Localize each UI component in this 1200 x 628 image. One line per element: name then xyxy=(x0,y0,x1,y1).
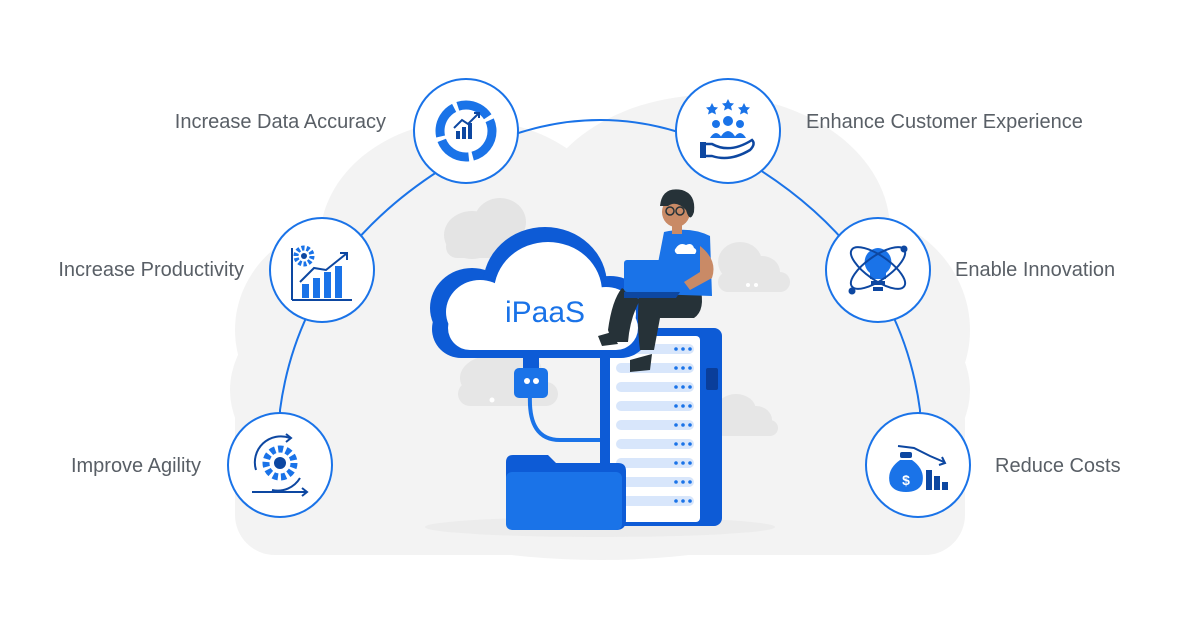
label-enable-innovation: Enable Innovation xyxy=(955,259,1116,281)
lightbulb-atom-icon xyxy=(848,245,908,295)
benefit-increase-data-accuracy xyxy=(413,78,519,184)
label-increase-data-accuracy: Increase Data Accuracy xyxy=(174,111,386,133)
label-improve-agility: Improve Agility xyxy=(70,455,201,477)
benefit-reduce-costs: $ xyxy=(865,412,971,518)
money-bag-declining-chart-icon: $ xyxy=(889,445,948,492)
folder-icon xyxy=(506,455,626,530)
benefit-improve-agility xyxy=(227,412,333,518)
small-cloud-low-right xyxy=(716,394,778,436)
benefit-enable-innovation xyxy=(825,217,931,323)
pie-chart-growth-icon xyxy=(435,100,497,162)
label-enhance-customer-experience: Enhance Customer Experience xyxy=(806,111,1083,133)
ipaas-cloud: iPaaS xyxy=(430,227,650,398)
server-rack xyxy=(600,328,722,526)
benefit-increase-productivity xyxy=(269,217,375,323)
gear-cycle-arrows-icon xyxy=(252,433,309,497)
label-reduce-costs: Reduce Costs xyxy=(995,455,1121,477)
cable xyxy=(527,393,642,442)
small-cloud-right xyxy=(718,242,790,292)
svg-text:$: $ xyxy=(902,472,910,488)
person-with-laptop xyxy=(598,189,714,372)
label-increase-productivity: Increase Productivity xyxy=(58,259,244,281)
hand-people-stars-icon xyxy=(700,99,755,160)
cloud-label: iPaaS xyxy=(505,296,585,329)
gear-bar-chart-icon xyxy=(291,245,352,301)
benefit-enhance-customer-experience xyxy=(675,78,781,184)
